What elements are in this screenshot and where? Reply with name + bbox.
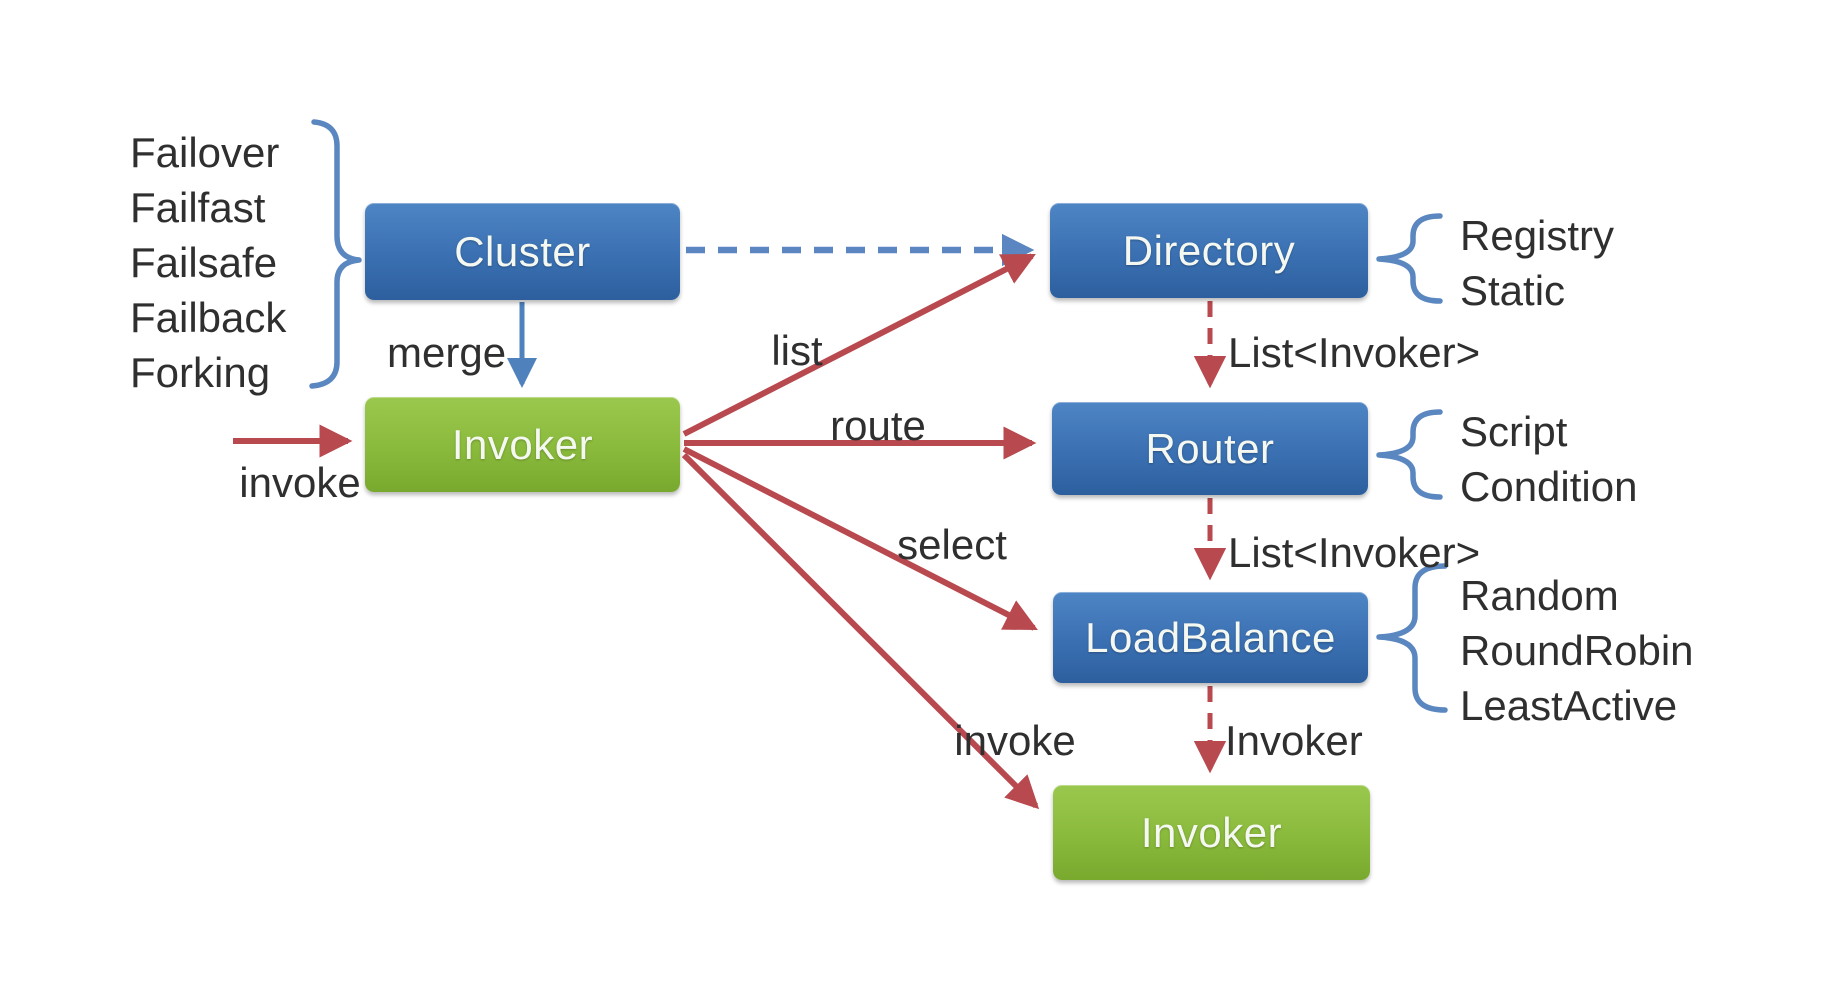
router-node: Router [1052, 402, 1368, 495]
list-item: LeastActive [1460, 682, 1678, 729]
list-item: Forking [130, 349, 271, 396]
list-item: Failback [130, 294, 287, 341]
list-item: Random [1460, 572, 1619, 619]
loadbalance-node: LoadBalance [1053, 592, 1368, 683]
directory-types-brace [1376, 213, 1443, 304]
directory-types-list: Registry Static [1460, 208, 1614, 318]
list-item: RoundRobin [1460, 627, 1694, 674]
cluster-strategies-list: Failover Failfast Failsafe Failback Fork… [130, 125, 286, 400]
list-item: Failfast [130, 184, 266, 231]
invoke-in-label: invoke [239, 459, 361, 506]
route-label: route [830, 402, 926, 449]
invoker-left-node: Invoker [365, 397, 680, 492]
router-loadbalance-label: List<Invoker> [1228, 529, 1481, 576]
directory-router-label: List<Invoker> [1228, 329, 1481, 376]
list-item: Condition [1460, 463, 1638, 510]
invoke-out-arrow [681, 452, 1040, 810]
list-item: Failsafe [130, 239, 278, 286]
select-arrow [682, 446, 1038, 631]
cluster-strategies-brace [309, 119, 362, 389]
merge-label: merge [387, 329, 507, 376]
router-types-list: Script Condition [1460, 404, 1637, 514]
list-arrow [682, 253, 1036, 437]
cluster-node: Cluster [365, 203, 680, 300]
loadbalance-invoker-label: Invoker [1225, 717, 1363, 764]
invoker-bottom-node: Invoker [1053, 785, 1370, 880]
list-item: Static [1460, 267, 1566, 314]
list-item: Failover [130, 129, 280, 176]
list-label: list [771, 327, 823, 374]
list-item: Script [1460, 408, 1568, 455]
router-types-brace [1376, 409, 1443, 500]
loadbalance-types-brace [1376, 563, 1448, 713]
select-label: select [897, 521, 1007, 568]
list-item: Registry [1460, 212, 1615, 259]
loadbalance-types-list: Random RoundRobin LeastActive [1460, 568, 1694, 733]
invoke-out-label: invoke [954, 717, 1076, 764]
directory-node: Directory [1050, 203, 1368, 298]
